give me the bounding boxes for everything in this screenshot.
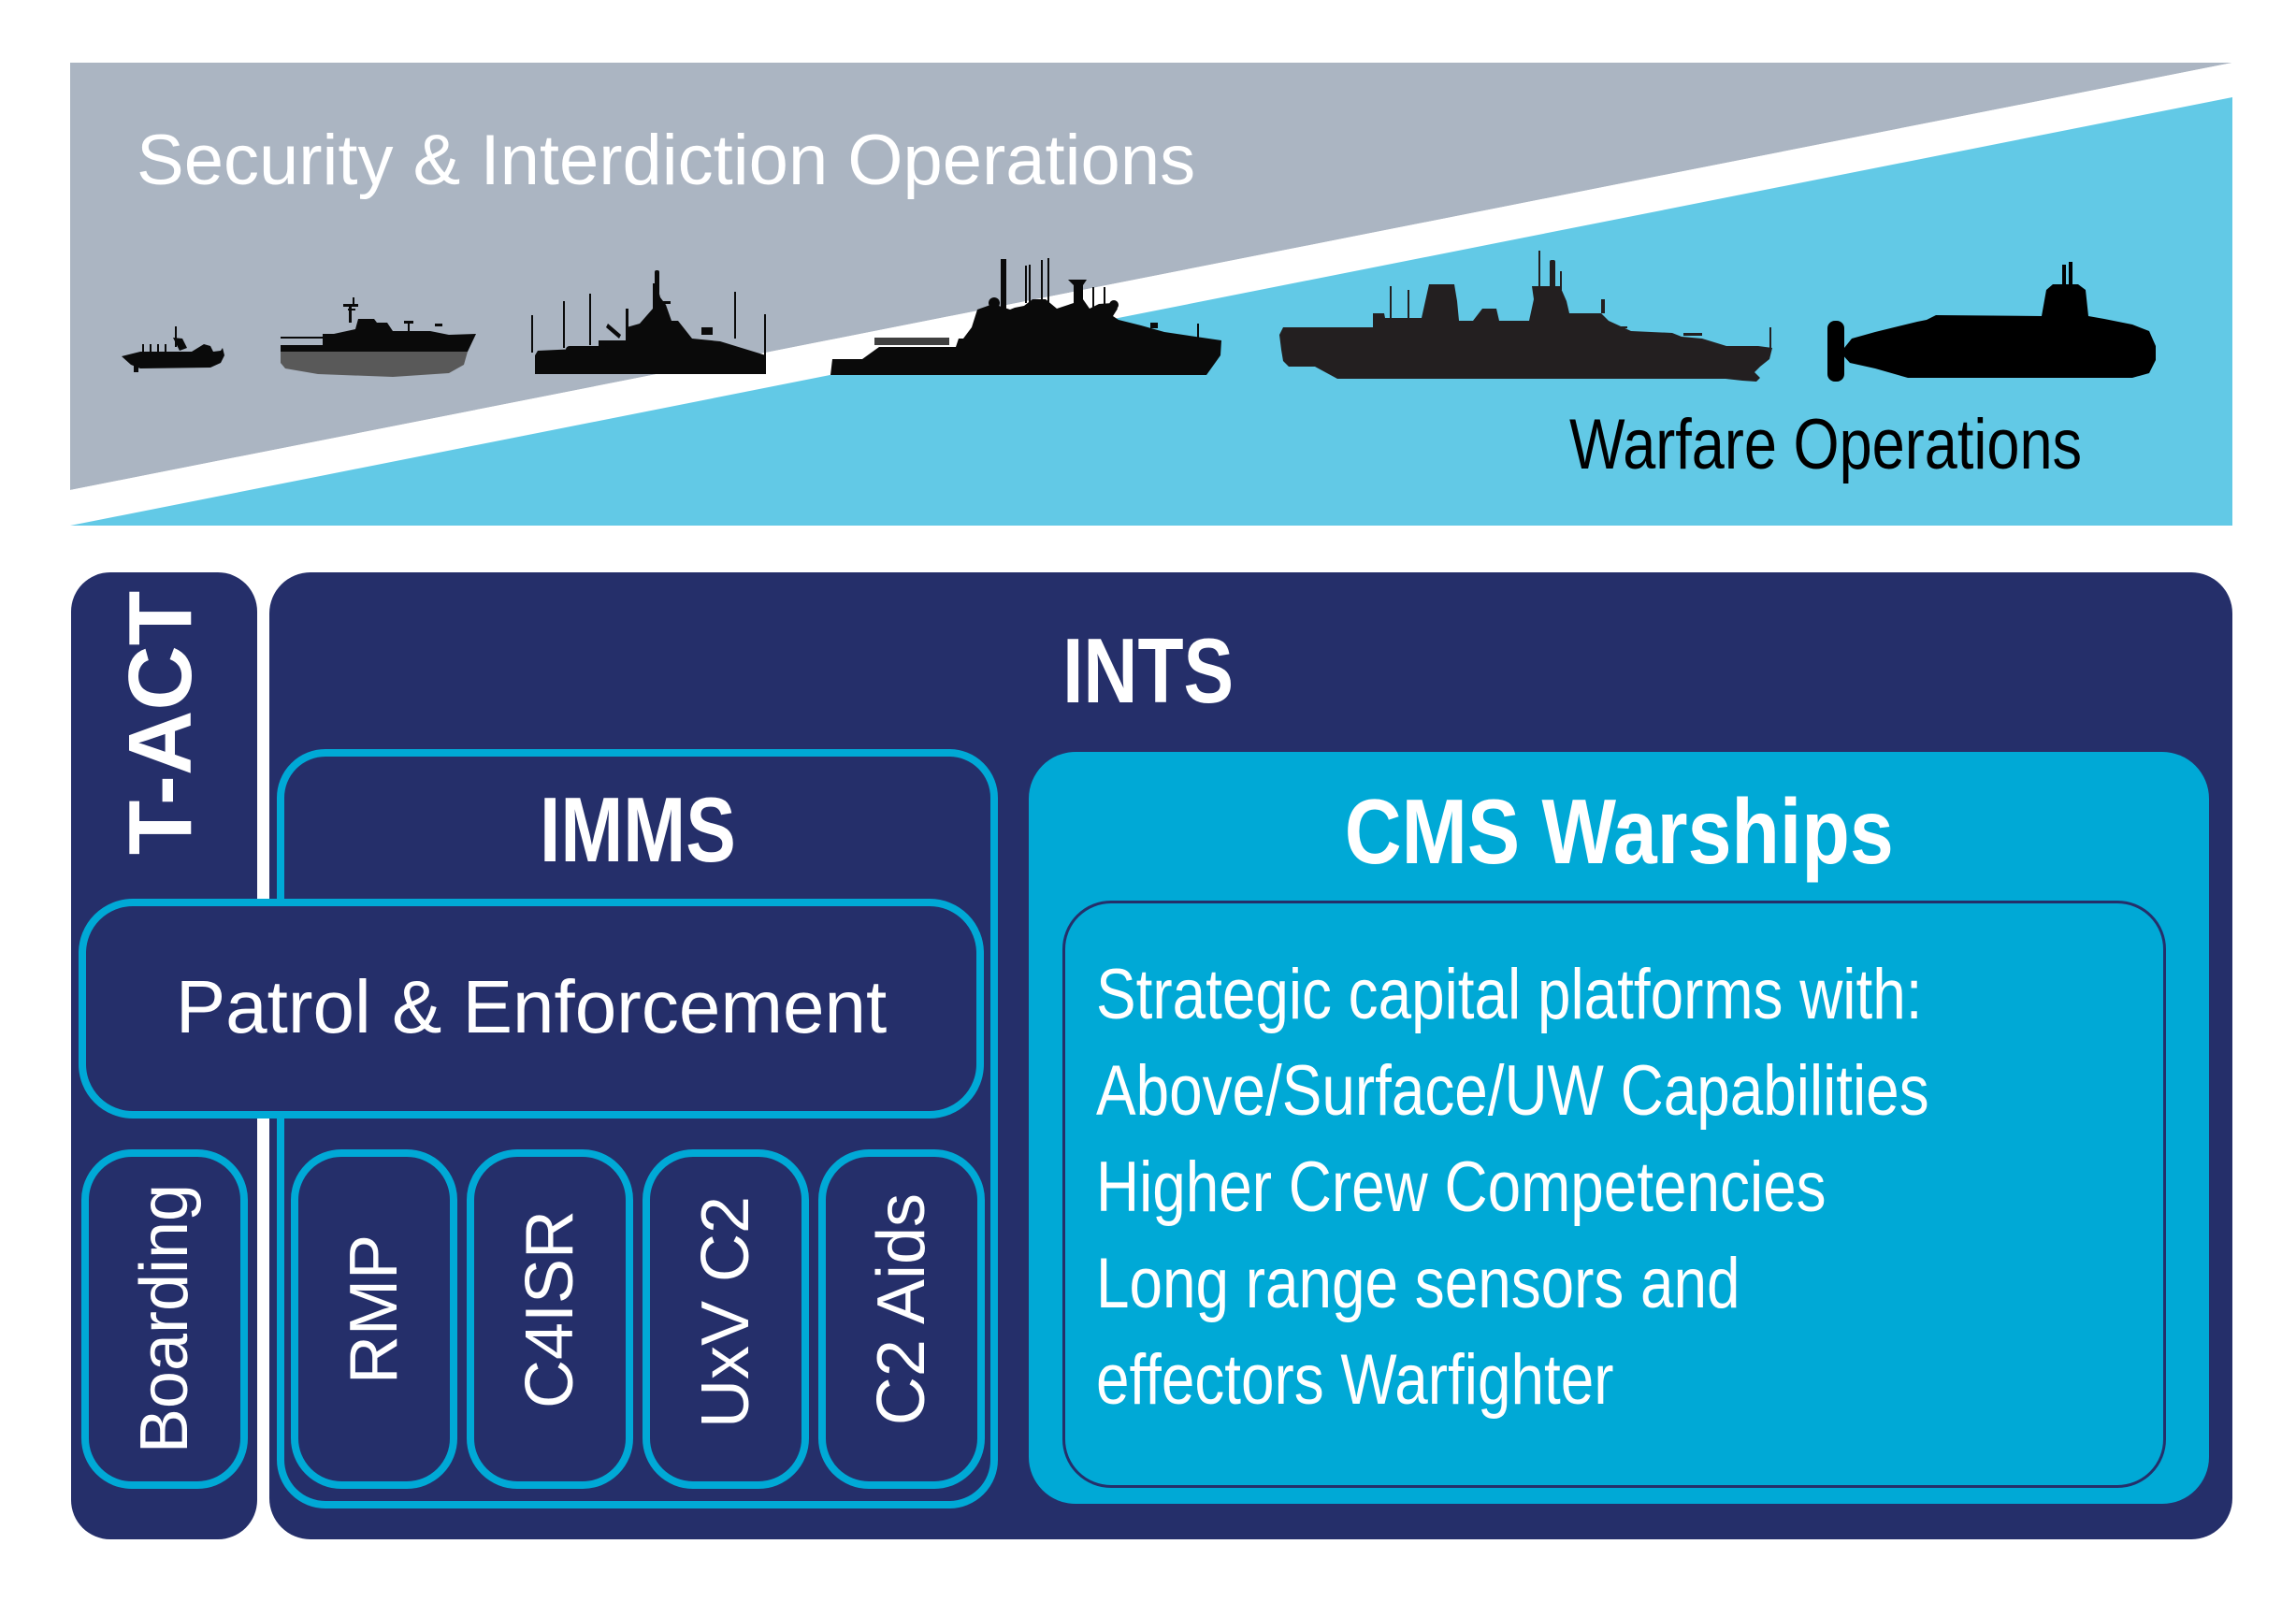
opv-ship-icon	[531, 270, 766, 374]
cms-capability-line: Higher Crew Competencies	[1096, 1147, 1827, 1227]
ints-title-text: INTS	[1061, 619, 1235, 722]
cms-capability-line: Strategic capital platforms with:	[1096, 955, 1923, 1034]
cms-capability-line: Above/Surface/UW Capabilities	[1096, 1051, 1929, 1131]
corvette-ship-icon	[830, 258, 1221, 375]
patrol-enforcement-label: Patrol & Enforcement	[175, 965, 888, 1048]
warfare-band	[70, 97, 2232, 526]
rhib-boat-icon	[122, 326, 224, 372]
divider-stripe	[70, 63, 2232, 526]
cms-capability-line: effectors Warfighter	[1096, 1340, 1614, 1420]
rmp-module[interactable]	[291, 1149, 457, 1489]
uxv-c2-label: UxV C2	[688, 1195, 763, 1429]
imms-title: IMMS	[277, 784, 998, 875]
uxv-c2-module[interactable]	[643, 1149, 809, 1489]
frigate-ship-icon	[1279, 251, 1772, 382]
cms-capabilities-list: Strategic capital platforms with: Above/…	[1096, 946, 1929, 1428]
patrol-boat-icon	[281, 297, 476, 377]
cms-warships-title-text: CMS Warships	[1344, 780, 1894, 883]
submarine-icon	[1827, 262, 2156, 382]
c4isr-label: C4ISR	[513, 1209, 587, 1409]
c2-aids-label: C2 Aids	[864, 1192, 939, 1426]
cms-warships-title: CMS Warships	[1029, 786, 2209, 877]
ints-title: INTS	[0, 625, 2296, 716]
c4isr-module[interactable]	[467, 1149, 633, 1489]
boarding-module[interactable]	[81, 1149, 248, 1489]
tact-title: T-ACT	[110, 590, 210, 856]
rmp-label: RMP	[337, 1234, 412, 1384]
cms-capabilities-box	[1062, 901, 2166, 1488]
boarding-label: Boarding	[127, 1183, 202, 1454]
warfare-operations-label: Warfare Operations	[1569, 405, 2083, 484]
cms-capability-line: Long range sensors and	[1096, 1244, 1740, 1323]
c2-aids-module[interactable]	[818, 1149, 985, 1489]
security-operations-label: Security & Interdiction Operations	[137, 121, 1196, 200]
patrol-enforcement-box[interactable]	[79, 899, 984, 1119]
operations-spectrum-banner	[70, 63, 2232, 526]
imms-title-text: IMMS	[539, 778, 736, 881]
